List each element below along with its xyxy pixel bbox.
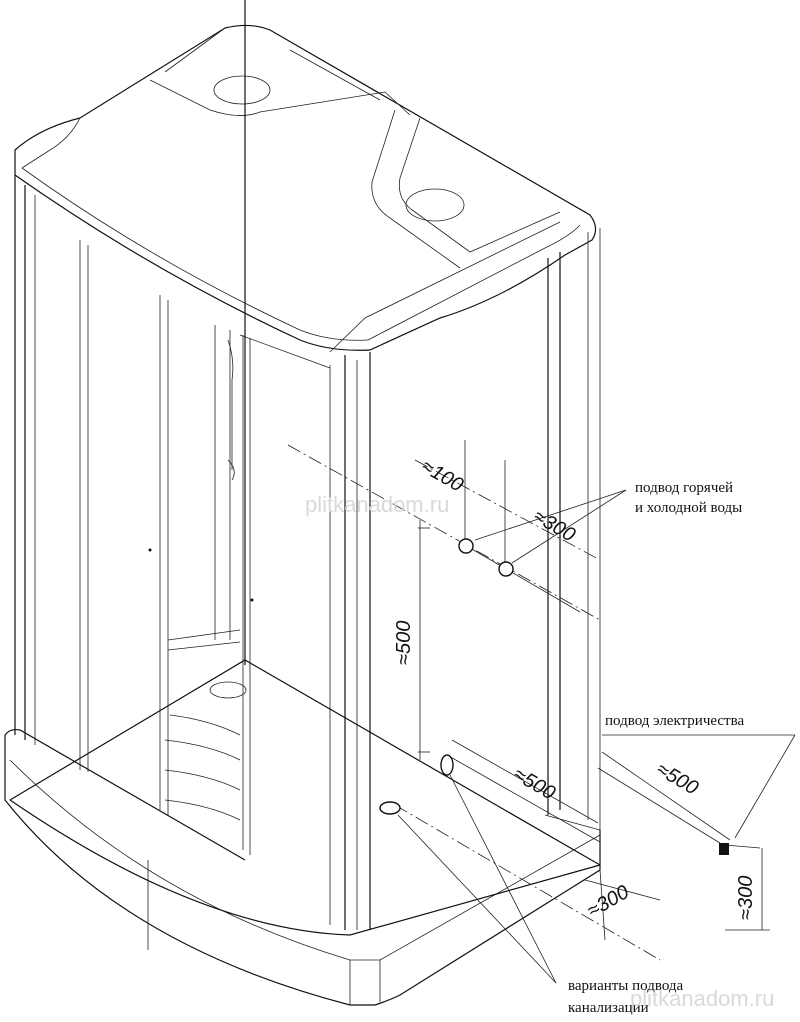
cabin-roof (14, 24, 597, 353)
hot-water-inlet (458, 538, 474, 554)
drain-label-line2: канализации (568, 1000, 649, 1016)
drain-outlet-2 (379, 801, 401, 815)
cold-water-inlet (498, 561, 514, 577)
water-supply-label-line1: подвод горячей (635, 480, 733, 496)
electric-supply-label: подвод электричества (605, 713, 744, 729)
shower-tray (4, 659, 601, 1006)
electric-socket (719, 843, 729, 855)
water-offset-dimension: ≈100 (418, 455, 467, 496)
drain-outlet-1 (440, 754, 454, 776)
electric-supply-dimensions: ≈500 ≈300 подвод электричества (597, 713, 796, 931)
drain-dimensions: ≈500 ≈300 варианты подвода канализации (379, 739, 684, 1016)
water-height-dimension: ≈500 (393, 621, 415, 665)
electric-height-dimension: ≈300 (735, 876, 757, 920)
electric-offset-dimension: ≈500 (653, 758, 702, 799)
drain-offset-dimension: ≈500 (510, 763, 559, 804)
watermark-bottom: plitkanadom.ru (630, 986, 774, 1011)
water-supply-dimensions: ≈100 ≈300 ≈500 подвод горячей и холодной… (287, 440, 742, 760)
watermark-top: plitkanadom.ru (305, 492, 449, 517)
water-spacing-dimension: ≈300 (530, 505, 579, 546)
cabin-frame (14, 175, 601, 930)
drain-label-line1: варианты подвода (568, 978, 684, 994)
drain-depth-dimension: ≈300 (584, 881, 633, 922)
water-supply-label-line2: и холодной воды (635, 500, 742, 516)
